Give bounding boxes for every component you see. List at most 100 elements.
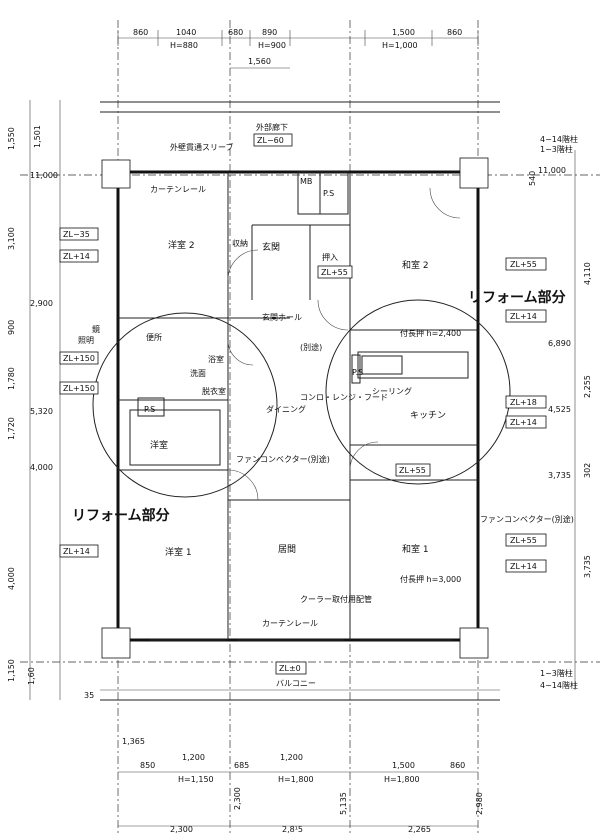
level-zl55-a: ZL+55 (321, 268, 348, 277)
bottom-dim-4: 685 (234, 761, 249, 770)
room-yoshitsu1: 洋室 1 (165, 546, 192, 558)
room-genkan-hall: 玄関ホール (262, 312, 302, 322)
left-dim-3: 11,000 (30, 171, 58, 180)
left-dim-9: 1,720 (7, 417, 16, 440)
right-dim-2: 4,110 (583, 262, 592, 285)
level-tags: ZL−35 ZL+14 ZL+150 ZL+150 ZL+14 ZL+55 ZL… (59, 133, 547, 675)
note-column-3: 1−3階柱 (540, 668, 573, 678)
note-fan-converter-1: ファンコンベクター(別途) (236, 454, 330, 464)
left-dim-8: 5,320 (30, 407, 53, 416)
reform-circle-right (325, 299, 511, 485)
note-corridor: 外部廊下 (256, 122, 288, 132)
top-dim-6: H=900 (258, 41, 286, 50)
room-washitsu1: 和室 1 (402, 543, 429, 555)
level-zl14-b: ZL+14 (63, 547, 90, 556)
note-separate: (別途) (300, 342, 322, 352)
level-zl55-c: ZL+55 (510, 536, 537, 545)
room-ps-left: P.S (144, 405, 155, 414)
bottom-dim-10: 2,300 (233, 787, 242, 810)
room-ps-kitchen: P.S (352, 368, 363, 377)
bottom-dim-7: 1,500 (392, 761, 415, 770)
note-fan-converter-2: ファンコンベクター(別途) (480, 514, 574, 524)
bottom-dim-13: 2,265 (408, 825, 431, 834)
bottom-dim-3: H=1,150 (178, 775, 214, 784)
level-zl-60: ZL−60 (257, 136, 284, 145)
room-bath: 浴室 (208, 354, 224, 364)
bottom-dim-2: 1,200 (182, 753, 205, 762)
bottom-dim-12: 2,8¹5 (282, 825, 303, 834)
top-dim-4: 680 (228, 28, 243, 37)
bottom-dim-9: 860 (450, 761, 465, 770)
left-dim-12: 1,150 (7, 659, 16, 682)
right-dimension-chain: 11,000 4,110 6,890 2,255 4,525 302 3,735… (528, 150, 592, 690)
room-kitchen: キッチン (410, 410, 446, 421)
room-datsui: 脱衣室 (202, 386, 226, 396)
reform-circle-left (92, 312, 278, 498)
level-zl55-d: ZL+55 (399, 466, 426, 475)
bottom-dim-16: 1,365 (122, 737, 145, 746)
note-sleeve: 外壁貫通スリーブ (170, 142, 234, 152)
room-labels: 洋室 2 和室 2 洋室 1 和室 1 洋室 玄関 玄関ホール キッチン 居間 … (144, 177, 446, 558)
right-dim-1: 11,000 (538, 166, 566, 175)
right-dim-6: 3,735 (548, 471, 571, 480)
top-dim-8: H=1,000 (382, 41, 418, 50)
left-dim-11: 4,000 (7, 567, 16, 590)
note-ceiling-1: 付長押 h=2,400 (400, 328, 461, 338)
left-dim-14: 35 (84, 691, 94, 700)
level-zl-35: ZL−35 (63, 230, 90, 239)
level-zl14-c: ZL+14 (510, 312, 537, 321)
right-dim-4: 2,255 (583, 375, 592, 398)
bottom-dim-6: H=1,800 (278, 775, 314, 784)
level-zl55-b: ZL+55 (510, 260, 537, 269)
note-dining: ダイニング (266, 404, 306, 414)
bottom-dim-15: 2,980 (475, 792, 484, 815)
bottom-dim-14: 5,135 (339, 792, 348, 815)
notes: カーテンレール カーテンレール 外部廊下 ファンコンベクター(別途) ファンコン… (78, 122, 578, 690)
bottom-dimension-chain: 850 1,200 H=1,150 685 1,200 H=1,800 1,50… (118, 737, 484, 834)
note-column-2: 1−3階柱 (540, 144, 573, 154)
walls (100, 101, 500, 701)
level-zl150-a: ZL+150 (63, 354, 95, 363)
reform-label-left: リフォーム部分 (72, 507, 170, 524)
room-oshiire-top: 押入 (322, 252, 338, 262)
level-zl14-a: ZL+14 (63, 252, 90, 261)
bottom-dim-1: 850 (140, 761, 155, 770)
note-ceiling-2: 付長押 h=3,000 (400, 574, 461, 584)
room-storage: 収納 (232, 238, 248, 248)
left-dim-5: 2,900 (30, 299, 53, 308)
room-washitsu2: 和室 2 (402, 259, 429, 271)
door-swings (227, 187, 461, 501)
left-dim-13: 1,60 (27, 667, 36, 685)
top-dim-9: 860 (447, 28, 462, 37)
top-dim-2: 1040 (176, 28, 196, 37)
column-top-right (459, 157, 489, 189)
left-dim-10: 4,000 (30, 463, 53, 472)
right-dim-5: 4,525 (548, 405, 571, 414)
note-lighting: 照明 (78, 336, 94, 345)
level-zl14-e: ZL+14 (510, 562, 537, 571)
note-curtain-rail-top: カーテンレール (150, 185, 206, 194)
level-zl18: ZL+18 (510, 398, 537, 407)
right-dim-8: 540 (528, 171, 537, 186)
column-top-left (101, 159, 131, 189)
right-dim-7: 3,735 (583, 555, 592, 578)
level-zl0: ZL±0 (279, 664, 301, 673)
bottom-dim-5: 1,200 (280, 753, 303, 762)
left-dim-1: 1,550 (7, 127, 16, 150)
room-yoshitsu2: 洋室 2 (168, 239, 195, 251)
note-column-1: 4−14階柱 (540, 134, 578, 144)
right-dim-3: 6,890 (548, 339, 571, 348)
left-dim-4: 3,100 (7, 227, 16, 250)
level-zl14-d: ZL+14 (510, 418, 537, 427)
note-mirror: 鏡 (92, 324, 100, 334)
note-cooler: クーラー取付用配管 (300, 594, 372, 604)
column-bottom-right (459, 627, 489, 659)
bottom-dim-8: H=1,800 (384, 775, 420, 784)
top-dim-3: H=880 (170, 41, 198, 50)
left-dim-6: 900 (7, 320, 16, 335)
bottom-dim-11: 2,300 (170, 825, 193, 834)
top-dim-5: 890 (262, 28, 277, 37)
top-dim-1: 860 (133, 28, 148, 37)
room-ps-top: P.S (323, 189, 334, 198)
